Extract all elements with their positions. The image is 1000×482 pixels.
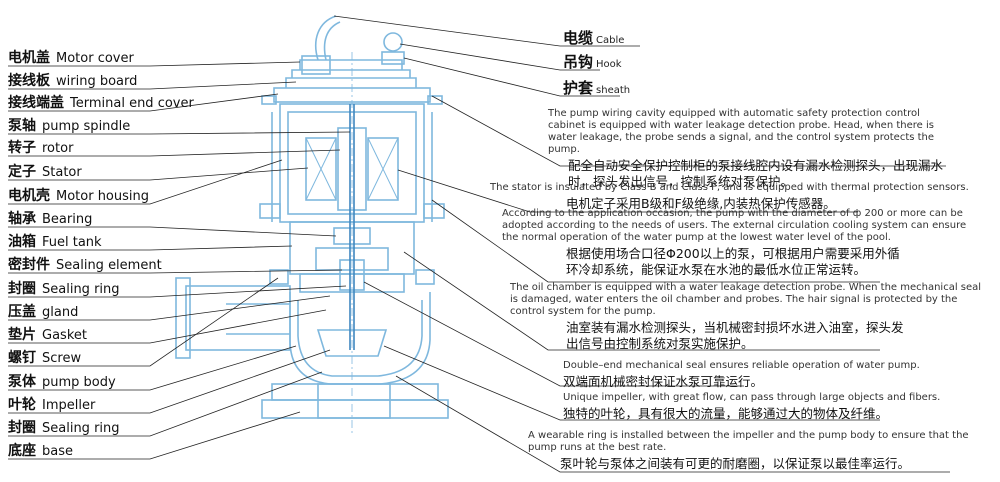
hook-eye xyxy=(383,32,403,52)
hook-base xyxy=(381,51,405,65)
stator-left xyxy=(305,137,337,201)
pump-spindle xyxy=(349,104,355,350)
discharge-outlet xyxy=(185,285,291,351)
pump-drawing xyxy=(175,15,449,436)
note-wear-ring: A wearable ring is installed between the… xyxy=(528,430,969,471)
left-leader-lines xyxy=(8,61,351,460)
impeller xyxy=(316,329,388,357)
note-oil-chamber-probe: The oil chamber is equipped with a water… xyxy=(510,282,982,351)
note-stator-insulation: The stator is insulated by Class B and C… xyxy=(490,182,969,211)
note-impeller: Unique impeller, with great flow, can pa… xyxy=(563,392,941,421)
note-wiring-cavity-probe: The pump wiring cavity equipped with aut… xyxy=(548,108,944,189)
cable xyxy=(314,15,341,61)
stator-right xyxy=(367,137,399,201)
note-cooling-system: According to the application occasion, t… xyxy=(502,208,967,277)
cable-gland xyxy=(301,55,331,75)
note-mechanical-seal: Double–end mechanical seal ensures relia… xyxy=(563,360,920,389)
right-leader-lines xyxy=(333,15,950,473)
motor-cover xyxy=(291,59,411,78)
